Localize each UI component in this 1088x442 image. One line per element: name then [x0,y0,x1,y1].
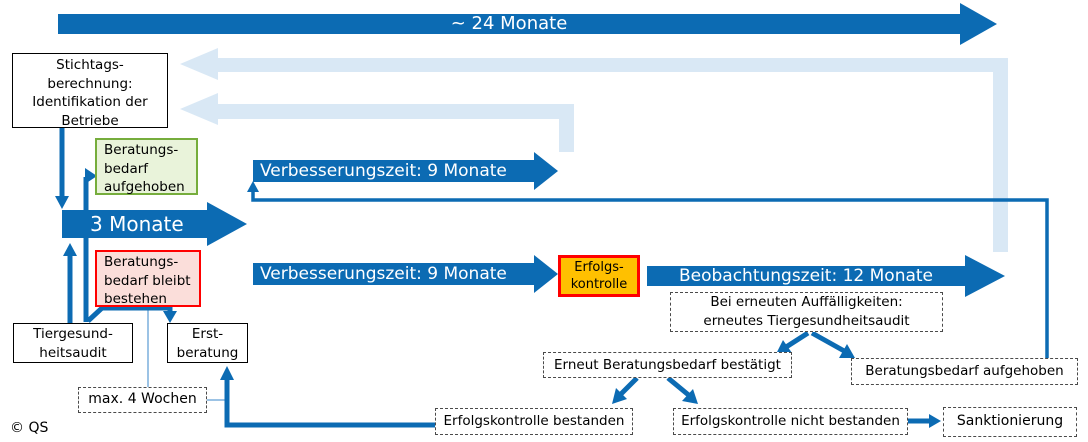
box-line: aufgehoben [104,179,185,196]
need-lifted-box: Beratungs- bedarf aufgehoben [95,138,198,195]
box-line: Betriebe [61,112,119,129]
process-arrowheads [55,168,941,428]
timeline-arrow-label: 3 Monate [90,212,184,236]
timeline-arrow-label: ~ 24 Monate [450,13,568,34]
max-4-wochen-box: max. 4 Wochen [78,387,207,413]
process-connectors [59,128,930,428]
box-line: beratung [176,344,239,361]
timeline-arrow-label: Beobachtungszeit: 12 Monate [678,266,934,286]
renewed-need-confirmed-box: Erneut Beratungsbedarf bestätigt [543,352,792,378]
line-confirmed-to-failed [666,376,693,399]
copyright-label: © QS [10,420,49,436]
timeline-arrow-label: Verbesserungszeit: 9 Monate [260,264,507,284]
up-arrowhead-icon [247,181,259,192]
box-line: erneutes Tiergesundheitsaudit [703,313,910,329]
box-line: Erst- [191,326,224,342]
timeline-arrow-label: Verbesserungszeit: 9 Monate [260,161,507,181]
box-line: bedarf bleibt [104,272,191,289]
line-check-passed-to-first-consultation [224,379,435,428]
box-line: heitsaudit [39,344,107,361]
box-line: bedarf [104,160,149,177]
timeline-arrow-observation: Beobachtungszeit: 12 Monate [647,266,965,286]
max-weeks-connectors [147,309,225,401]
diag-arrowhead-icon [612,388,627,404]
right-arrowhead-icon [534,152,558,190]
line-renewed-issues-to-lifted [810,330,848,355]
timeline-arrow-24-monate: ~ 24 Monate [58,14,960,34]
diag-arrowhead-icon [839,344,855,358]
erstberatung-box: Erst- beratung [167,323,248,363]
diag-arrowhead-icon [682,389,698,404]
left-arrowhead-icon [180,93,218,125]
box-line: Identifikation der [32,94,148,111]
feedback-line-need-lifted-to-improvement [247,181,1049,358]
check-failed-box: Erfolgskontrolle nicht bestanden [673,408,908,435]
stichtagsberechnung-box: Stichtags- berechnung: Identifikation de… [12,53,168,129]
line-audit-to-first-consultation [86,305,173,323]
box-line: bestehen [104,291,167,308]
left-arrowhead-icon [180,48,218,80]
down-arrowhead-icon [55,196,69,209]
right-arrowhead-icon [929,414,941,428]
line-confirmed-to-passed [617,376,639,398]
box-line: Beratungs- [104,142,179,158]
feedback-band-improvement-to-stichtag [180,93,574,152]
sanktionierung-box: Sanktionierung [943,407,1077,437]
renewed-issues-box: Bei erneuten Auffälligkeiten: erneutes T… [670,292,943,332]
box-line: Erfolgs- [574,260,624,275]
box-line: Bei erneuten Auffälligkeiten: [710,294,903,311]
right-arrowhead-icon [960,3,997,45]
need-lifted-again-box: Beratungsbedarf aufgehoben [851,358,1078,385]
timeline-arrow-improvement-mid: Verbesserungszeit: 9 Monate [253,263,534,285]
timeline-arrow-improvement-top: Verbesserungszeit: 9 Monate [253,160,534,182]
box-line: Stichtags- [56,57,124,73]
check-passed-box: Erfolgskontrolle bestanden [435,408,633,435]
diag-arrowhead-icon [776,340,792,354]
need-remains-box: Beratungs- bedarf bleibt bestehen [95,250,201,307]
box-line: berechnung: [47,75,133,92]
erfolgskontrolle-box: Erfolgs- kontrolle [558,255,640,297]
up-arrowhead-icon [63,243,77,256]
timeline-arrow-3-monate: 3 Monate [62,210,207,238]
up-arrowhead-icon [220,366,234,380]
box-line: Beratungs- [104,254,179,270]
feedback-band-observation-to-stichtag [180,48,1008,252]
box-line: kontrolle [570,276,628,292]
box-line: Tiergesund- [33,326,113,342]
right-arrowhead-icon [534,255,558,293]
right-arrowhead-icon [965,255,1005,297]
tiergesundheitsaudit-box: Tiergesund- heitsaudit [13,323,133,363]
right-arrowhead-icon [85,168,97,184]
right-arrowhead-icon [207,202,247,246]
down-arrowhead-icon [163,311,177,323]
